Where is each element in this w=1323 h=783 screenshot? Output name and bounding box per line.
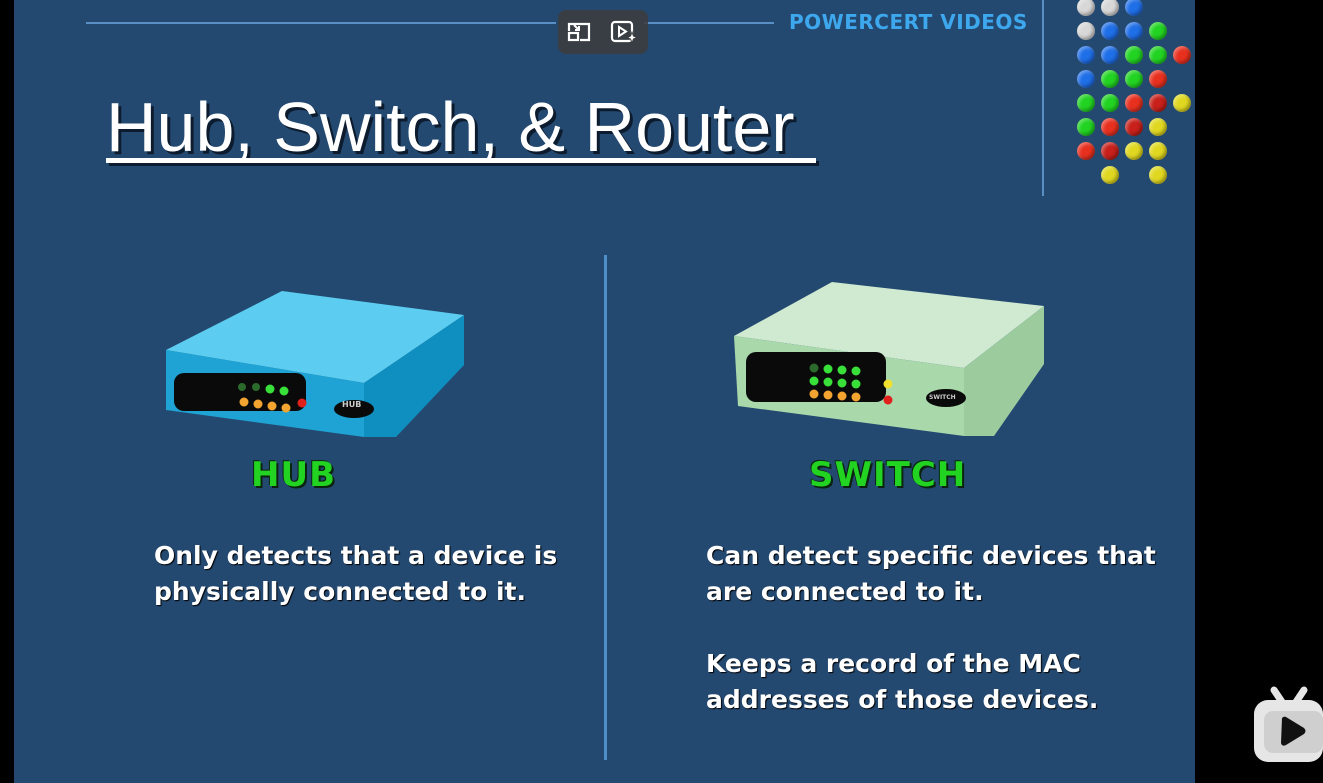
header-line-left (86, 22, 556, 24)
hub-description-line-2: physically connected to it. (154, 574, 557, 610)
hub-description: Only detects that a device is physically… (154, 538, 557, 610)
hub-device-image (164, 285, 484, 445)
exit-fullscreen-button[interactable] (565, 18, 593, 46)
slide: POWERCERT VIDEOS Hub, Switch, & (14, 0, 1195, 783)
title-underline (106, 158, 816, 163)
ai-video-icon (609, 18, 639, 46)
header-vertical-line (1042, 0, 1044, 196)
switch-description-1: Can detect specific devices that are con… (706, 538, 1156, 610)
switch-description-1-line-2: are connected to it. (706, 574, 1156, 610)
hub-description-line-1: Only detects that a device is (154, 538, 557, 574)
switch-description-2-line-2: addresses of those devices. (706, 682, 1098, 718)
header-line-right (644, 22, 774, 24)
column-divider (604, 255, 607, 760)
tv-logo-icon[interactable] (1252, 686, 1323, 766)
switch-description-2-line-1: Keeps a record of the MAC (706, 646, 1098, 682)
hub-device-badge: HUB (342, 400, 361, 409)
switch-label: SWITCH (809, 455, 966, 495)
switch-description-1-line-1: Can detect specific devices that (706, 538, 1156, 574)
exit-fullscreen-icon (565, 18, 593, 46)
hub-label: HUB (251, 455, 336, 495)
decorative-dots (1059, 0, 1195, 190)
switch-device-image (732, 276, 1052, 441)
brand-label: POWERCERT VIDEOS (789, 10, 1028, 34)
ai-video-button[interactable] (609, 18, 637, 46)
switch-device-badge: SWITCH (929, 394, 956, 401)
switch-description-2: Keeps a record of the MAC addresses of t… (706, 646, 1098, 718)
video-overlay-controls (558, 10, 648, 54)
